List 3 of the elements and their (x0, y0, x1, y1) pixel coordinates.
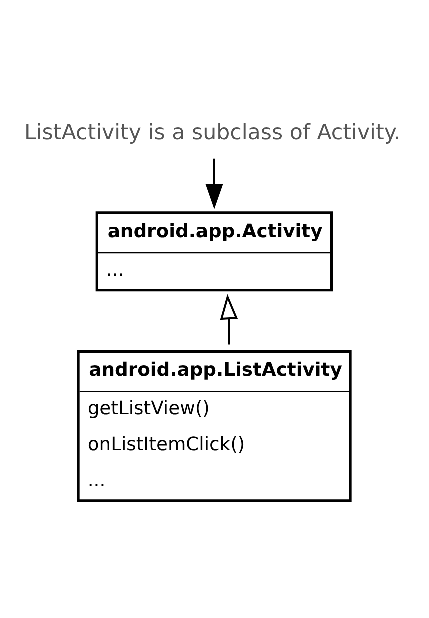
node-text: ListActivity is a subclass of Activity. (24, 120, 401, 146)
arrow (206, 158, 224, 210)
arrow (220, 294, 238, 345)
